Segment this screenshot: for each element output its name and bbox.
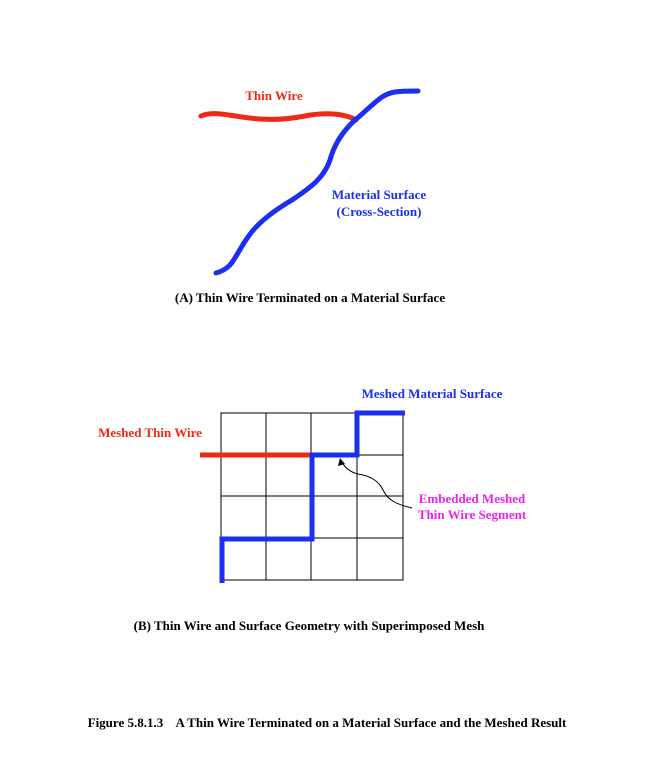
embedded-label-line2: Thin Wire Segment <box>418 507 527 522</box>
thin-wire-curve <box>198 111 359 123</box>
material-surface-curve <box>213 88 421 276</box>
figure-caption: Figure 5.8.1.3 A Thin Wire Terminated on… <box>88 715 567 730</box>
meshed-material-surface <box>219 410 405 583</box>
panel-b: Meshed Material Surface Meshed Thin Wire… <box>98 386 527 633</box>
cross-section-label: (Cross-Section) <box>337 204 422 219</box>
panel-a: Thin Wire Material Surface (Cross-Sectio… <box>175 88 445 305</box>
meshed-wire-label: Meshed Thin Wire <box>98 425 202 440</box>
thin-wire-label: Thin Wire <box>245 88 303 103</box>
material-surface-label: Material Surface <box>332 187 426 202</box>
embedded-label-line1: Embedded Meshed <box>419 491 526 506</box>
panel-a-caption: (A) Thin Wire Terminated on a Material S… <box>175 290 445 305</box>
panel-b-caption: (B) Thin Wire and Surface Geometry with … <box>134 618 486 633</box>
arrow-head <box>338 458 345 466</box>
pointer-arrow <box>341 461 413 509</box>
meshed-surface-label: Meshed Material Surface <box>362 386 503 401</box>
